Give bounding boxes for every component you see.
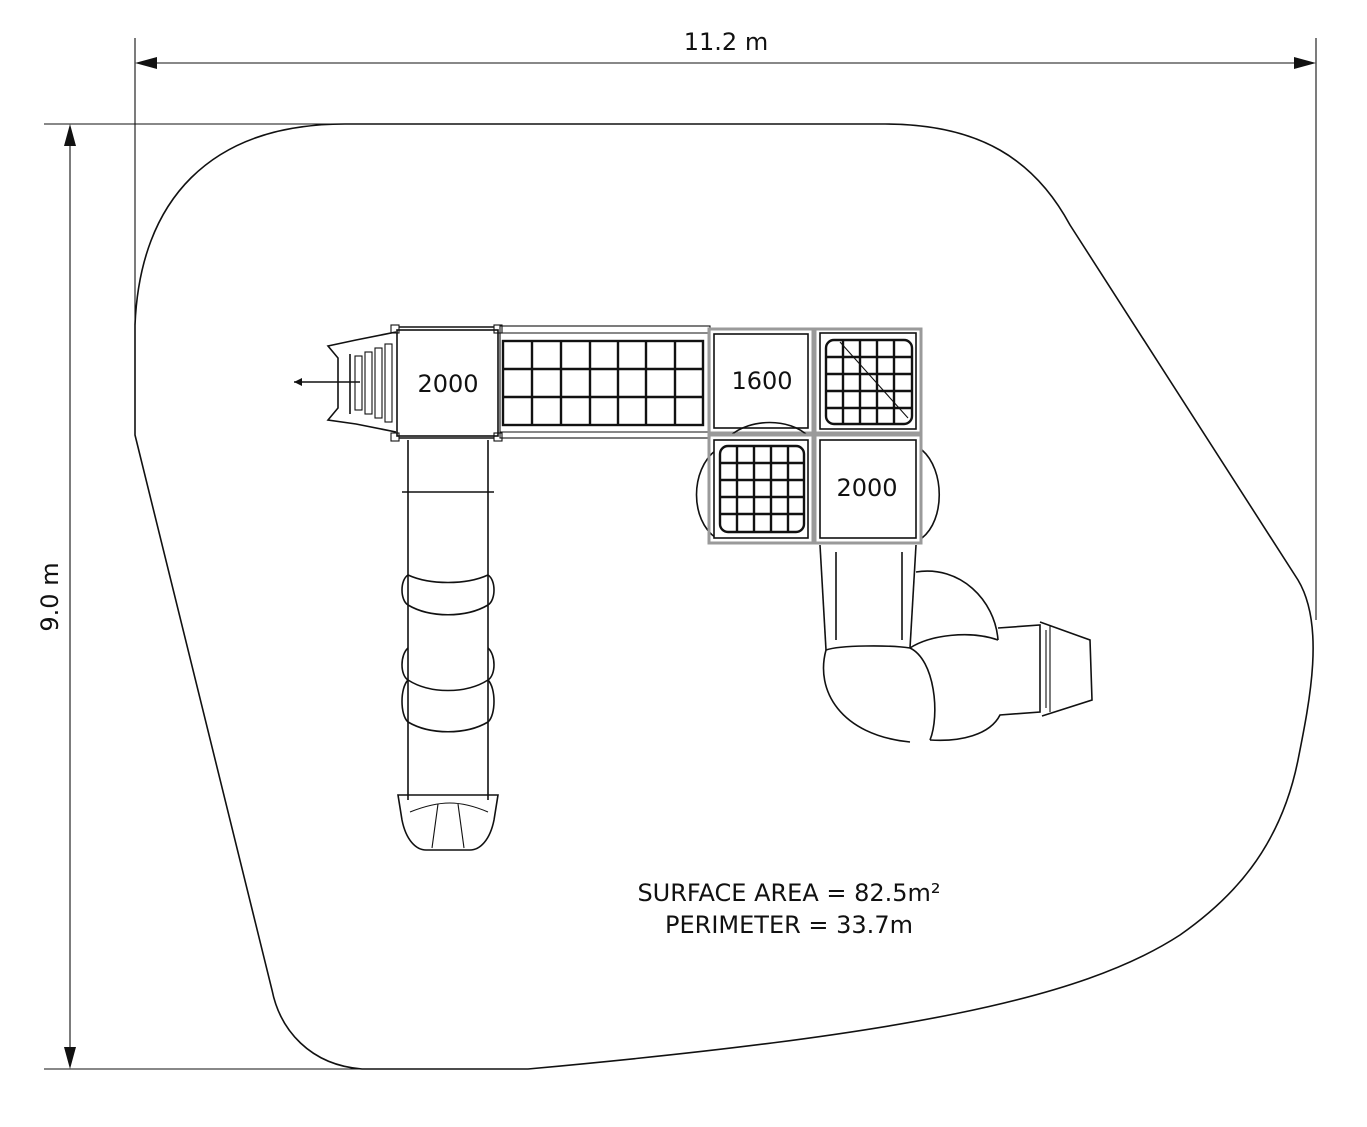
- net-bridge: [499, 325, 711, 439]
- safety-zone-outline: [134, 123, 1314, 1070]
- tube-slide-straight: [397, 440, 499, 851]
- platform-right: 2000: [813, 433, 940, 545]
- platform-middle: 1600: [707, 327, 815, 435]
- surface-area-text: SURFACE AREA = 82.5m²: [637, 879, 940, 907]
- platform-left-label: 2000: [417, 370, 478, 398]
- net-panel-bottom-left: [695, 421, 815, 545]
- height-label: 9.0 m: [36, 562, 64, 631]
- entry-ladder: [294, 331, 397, 433]
- width-dimension: 11.2 m: [134, 28, 1317, 620]
- platform-middle-label: 1600: [731, 367, 792, 395]
- height-dimension: 9.0 m: [36, 123, 528, 1070]
- platform-right-label: 2000: [836, 474, 897, 502]
- platform-left: 2000: [390, 324, 503, 442]
- perimeter-text: PERIMETER = 33.7m: [665, 911, 913, 939]
- width-label: 11.2 m: [684, 28, 768, 56]
- tube-slide-curved: [819, 544, 1093, 743]
- net-panel-top-right: [813, 327, 923, 435]
